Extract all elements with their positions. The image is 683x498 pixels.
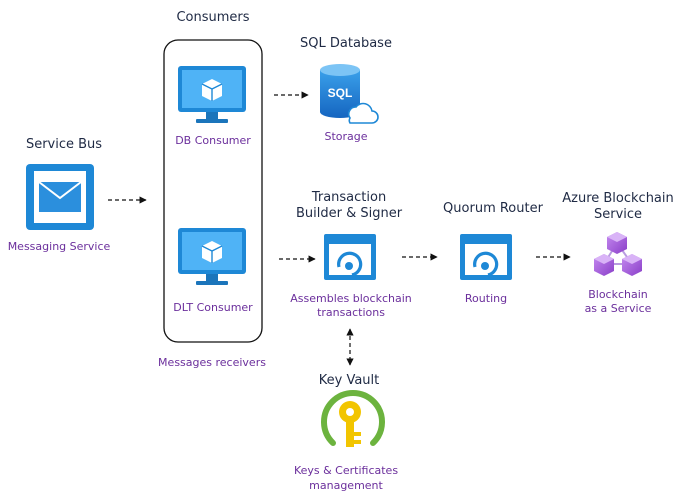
key-vault-title: Key Vault	[318, 373, 380, 388]
transaction-builder-title-line2: Builder & Signer	[295, 206, 403, 221]
transaction-builder-caption-line1: Assembles blockchain	[290, 292, 412, 305]
service-bus-caption: Messaging Service	[7, 240, 111, 253]
envelope-icon	[26, 164, 94, 230]
azure-blockchain-caption-line2: as a Service	[584, 302, 652, 315]
blockchain-cubes-icon	[594, 232, 642, 276]
key-vault-caption-line1: Keys & Certificates	[293, 464, 399, 477]
consumers-caption: Messages receivers	[158, 356, 266, 369]
transaction-builder-caption-line2: transactions	[317, 306, 385, 319]
azure-blockchain-title-line1: Azure Blockchain	[562, 191, 674, 206]
service-bus-title: Service Bus	[25, 137, 103, 152]
consumers-title: Consumers	[176, 10, 250, 25]
quorum-router-icon	[460, 234, 512, 280]
key-vault-caption-line2: management	[309, 479, 383, 492]
dlt-consumer-monitor-icon	[178, 228, 246, 285]
quorum-router-caption: Routing	[464, 292, 508, 305]
azure-blockchain-caption-line1: Blockchain	[588, 288, 648, 301]
sql-icon-text: SQL	[328, 86, 353, 100]
key-vault-icon	[321, 390, 385, 447]
transaction-builder-icon	[324, 234, 376, 280]
sql-database-icon: SQL	[320, 64, 379, 124]
db-consumer-monitor-icon	[178, 66, 246, 123]
consumers-container	[163, 39, 263, 343]
quorum-router-title: Quorum Router	[443, 201, 543, 216]
transaction-builder-title-line1: Transaction	[311, 190, 387, 205]
sql-database-caption: Storage	[324, 130, 368, 143]
azure-blockchain-title-line2: Service	[593, 207, 643, 222]
dlt-consumer-label: DLT Consumer	[173, 301, 253, 314]
db-consumer-label: DB Consumer	[175, 134, 251, 147]
sql-database-title: SQL Database	[300, 36, 392, 51]
